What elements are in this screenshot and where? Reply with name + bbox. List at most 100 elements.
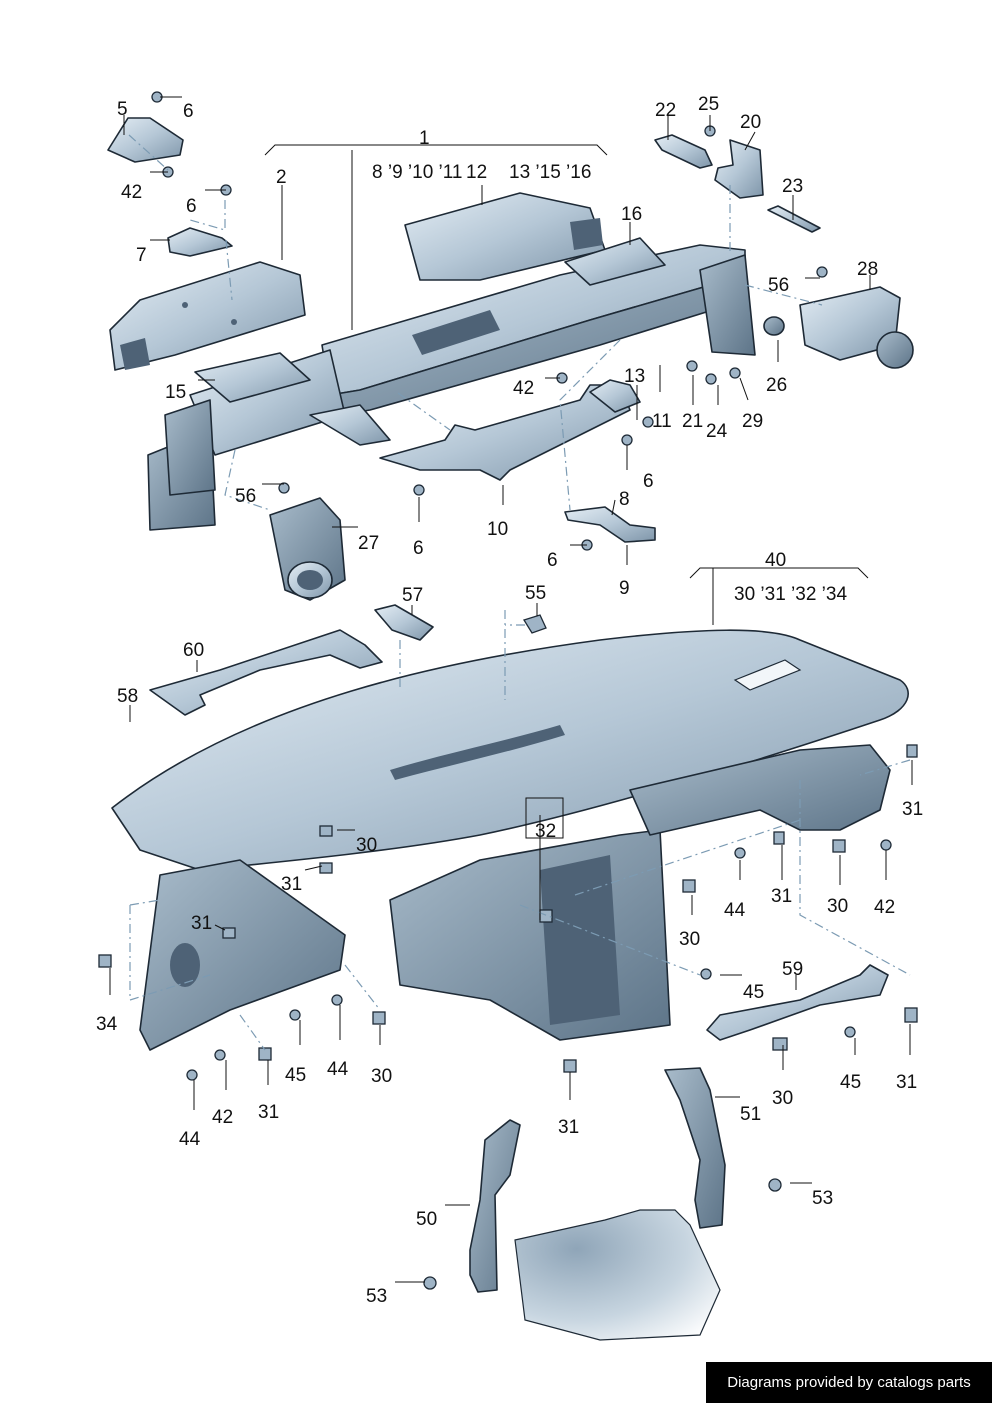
clip-31-f [258,1047,272,1061]
clip-30-b [832,839,846,853]
label-31: 31 [558,1117,579,1138]
bracket-20 [714,139,764,199]
label-6: 6 [413,538,424,559]
label-27: 27 [358,533,379,554]
assembly-lines [128,134,911,1051]
dashboard-panel [111,629,909,871]
screw-24 [705,373,717,385]
label-40-items: 30 ’31 ’32 ’34 [734,584,847,605]
label-23: 23 [782,176,803,197]
label-45: 45 [285,1065,306,1086]
screw-44-c [186,1069,198,1081]
label-20: 20 [740,112,761,133]
label-30: 30 [772,1088,793,1109]
bracket-13 [589,379,641,413]
label-31: 31 [191,913,212,934]
label-53: 53 [366,1286,387,1307]
screw-42-d [214,1049,226,1061]
label-56: 56 [768,275,789,296]
clip-31-g [563,1059,577,1073]
screw-44-b [331,994,343,1006]
attribution-badge: Diagrams provided by catalogs parts [706,1362,992,1403]
label-44: 44 [327,1059,349,1080]
rivet-56-left [278,482,290,494]
label-59: 59 [782,959,803,980]
bracket-57 [374,604,434,641]
screw-45-c [844,1026,856,1038]
label-42: 42 [874,897,895,918]
screw-45-b [289,1009,301,1021]
housing-27 [269,497,346,601]
label-51: 51 [740,1104,761,1125]
grommet-26 [763,316,785,336]
label-6: 6 [183,101,194,122]
label-31: 31 [281,874,302,895]
screw-53-a [768,1178,782,1192]
screw-11 [642,416,654,428]
label-45: 45 [743,982,764,1003]
screw-21 [686,360,698,372]
screw-6-c [621,434,633,446]
bracket-51 [664,1067,726,1229]
label-42: 42 [212,1107,233,1128]
dashboard-lower-left [139,859,346,1051]
label-22: 22 [655,100,676,121]
label-21: 21 [682,411,703,432]
bracket-5 [107,117,184,163]
label-30: 30 [371,1066,392,1087]
clip-31-d [222,927,236,939]
clip-31-c [773,831,785,845]
label-26: 26 [766,375,787,396]
label-5: 5 [117,99,128,120]
rivet-56-right [816,266,828,278]
washer-29 [729,367,741,379]
bracket-59 [706,964,889,1041]
foam-pad-15 [194,352,311,403]
label-24: 24 [706,421,728,442]
housing-28 [799,286,914,369]
label-9: 9 [619,578,630,599]
label-60: 60 [183,640,204,661]
label-57: 57 [402,585,423,606]
label-44: 44 [724,900,746,921]
label-16: 16 [621,204,642,225]
bracket-9 [564,506,656,543]
label-42: 42 [121,182,142,203]
label-6: 6 [186,196,197,217]
label-6: 6 [643,471,654,492]
foam-pad-16 [564,237,666,286]
label-53: 53 [812,1188,833,1209]
label-42: 42 [513,378,534,399]
label-30: 30 [827,896,848,917]
connector-7 [167,227,233,257]
label-1-items: 8 ’9 ’10 ’11 [372,162,463,183]
steering-column-module [514,1209,721,1341]
label-13: 13 [624,366,645,387]
label-2: 2 [276,167,287,188]
label-45: 45 [840,1072,861,1093]
clip-31-e [904,1007,918,1023]
label-10: 10 [487,519,508,540]
label-30: 30 [679,929,700,950]
clip-30-c [682,879,696,893]
clip-32 [539,909,553,923]
label-50: 50 [416,1209,437,1230]
screw-45-a [700,968,712,980]
label-58: 58 [117,686,138,707]
label-55: 55 [525,583,546,604]
label-11: 11 [652,411,672,432]
label-7: 7 [136,245,147,266]
center-console-frame [389,829,671,1041]
label-1-items-continued: 13 ’15 ’16 [509,162,591,183]
knee-panel-right [629,744,891,836]
bracket-60 [149,629,383,716]
screw-42-c [880,839,892,851]
bracket-22 [654,134,713,169]
attribution-text: Diagrams provided by catalogs parts [727,1374,971,1391]
callout-labels: 1 2 5 6 42 6 7 8 ’9 ’10 ’11 12 13 ’15 ’1… [96,94,923,1307]
label-31: 31 [771,886,792,907]
clip-23 [767,205,821,233]
callout-box-32 [525,797,564,839]
air-duct-left [109,261,306,371]
